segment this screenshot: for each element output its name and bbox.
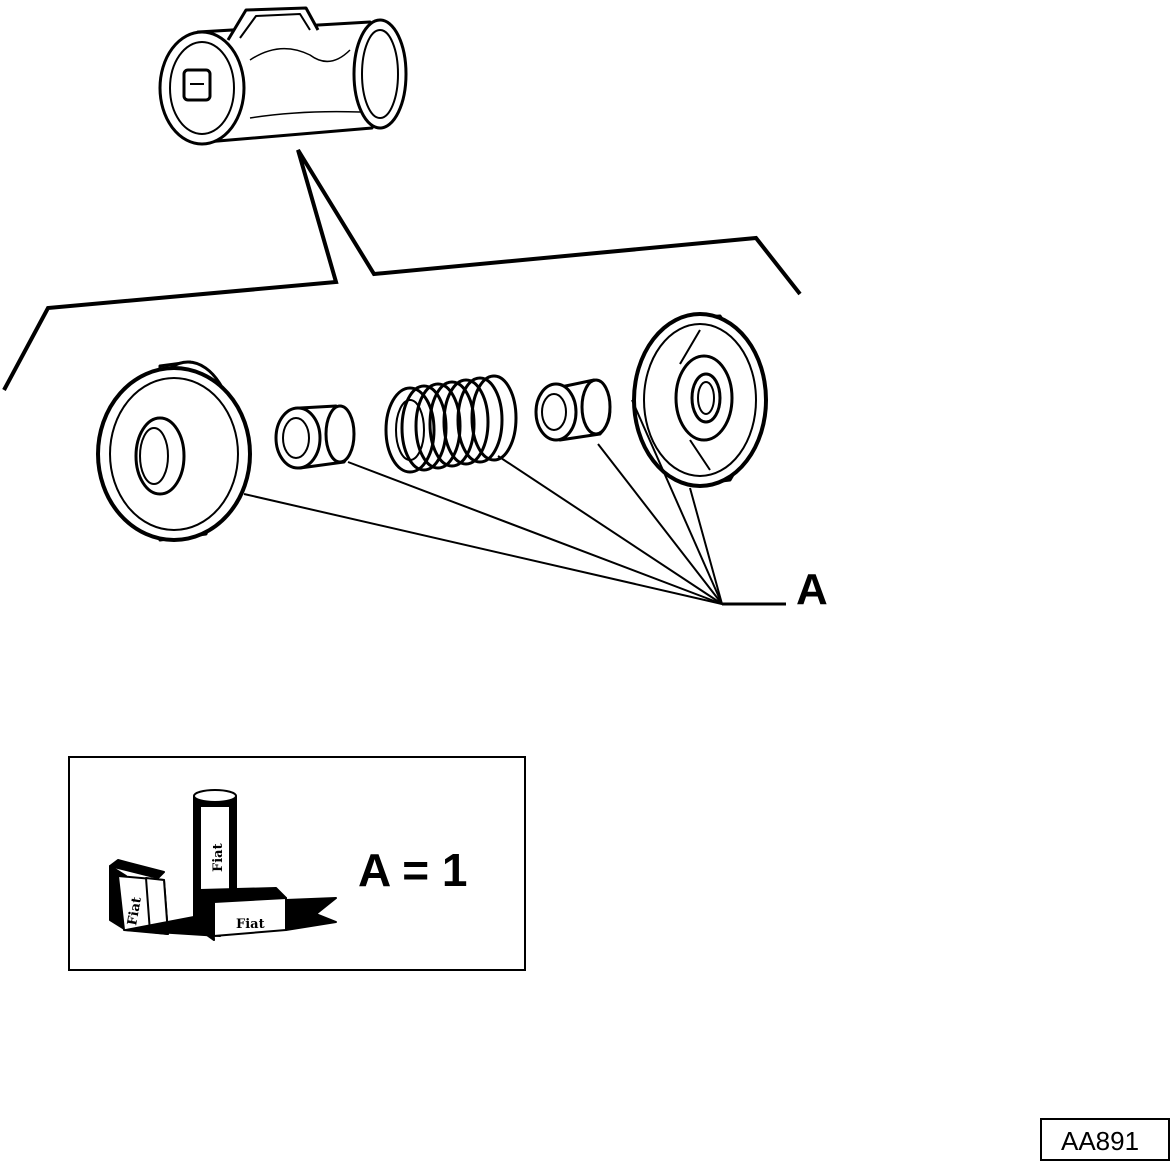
kit-quantity-equation: A = 1 bbox=[358, 844, 468, 896]
right-seal-cup bbox=[534, 378, 612, 442]
package-brand-label-cylinder: Fiat bbox=[211, 843, 226, 872]
package-brand-label-flat: Fiat bbox=[236, 917, 265, 932]
kit-box-frame bbox=[68, 756, 526, 971]
right-dust-boot bbox=[632, 312, 768, 488]
kit-box: Fiat Fiat Fiat A = 1 bbox=[68, 756, 526, 971]
package-brand-label-box: Fiat bbox=[125, 896, 145, 927]
reference-code-frame bbox=[1040, 1118, 1170, 1161]
explode-bracket bbox=[2, 148, 802, 391]
spare-parts-package-icon bbox=[109, 789, 337, 941]
spring bbox=[384, 374, 518, 474]
left-dust-boot bbox=[96, 360, 252, 542]
reference-code: AA891 bbox=[1061, 1126, 1139, 1156]
left-seal-cup bbox=[274, 404, 356, 470]
callout-leaders bbox=[243, 399, 786, 606]
wheel-cylinder-assembly bbox=[158, 6, 408, 146]
callout-label-a: A bbox=[796, 565, 828, 614]
